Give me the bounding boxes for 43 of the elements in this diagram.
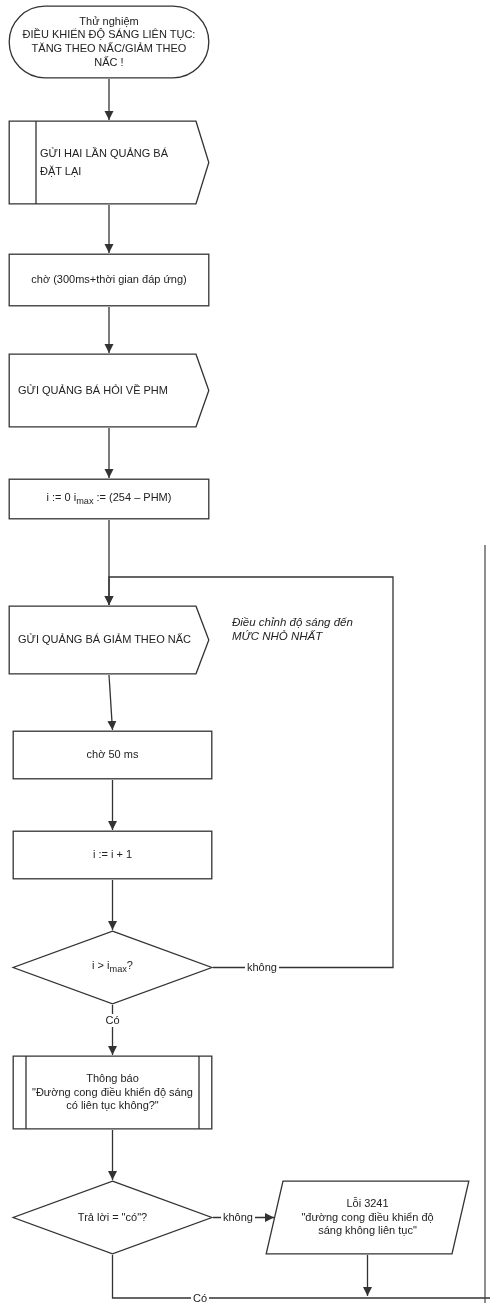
edge-label: Có	[191, 1291, 210, 1305]
decision-diamond	[12, 1180, 213, 1255]
output-parallelogram	[265, 1180, 470, 1255]
edge-label: không	[245, 960, 279, 974]
arrow	[362, 1254, 373, 1297]
process-box	[12, 730, 213, 780]
node-text: "Đường cong điều khiển độ sáng có liên tục không?"	[31, 1085, 194, 1114]
node-heading: Lỗi 3241	[345, 1196, 390, 1211]
send-signal-box	[8, 120, 210, 205]
annotation-note: Điều chỉnh độ sáng đến MỨC NHỎ NHẤT	[232, 615, 354, 644]
node-text: ĐIỀU KHIỂN ĐỘ SÁNG LIÊN TỤC: TĂNG THEO NẤC/GIẢM THEO NẤC !	[22, 28, 196, 70]
predefined-process-box	[12, 1055, 213, 1130]
arrow	[107, 879, 118, 931]
arrow	[104, 306, 114, 354]
edge-label: Có	[103, 1013, 122, 1027]
node-text: i := i + 1	[91, 848, 134, 862]
node-text: GỬI HAI LẦN QUẢNG BÁ ĐẶT LẠI	[40, 146, 169, 179]
process-box	[8, 253, 210, 307]
node-text: GỬI QUẢNG BÁ HỎI VỀ PHM	[18, 382, 169, 398]
decision-diamond	[12, 930, 213, 1005]
node-text: i := 0 i$_{max}$ := (254 – PHM)	[45, 490, 173, 508]
arrow	[104, 576, 394, 969]
arrow	[107, 1129, 118, 1181]
send-signal-box	[8, 353, 210, 428]
node-heading: Thử nghiệm	[78, 14, 140, 28]
edge-label: không	[221, 1210, 255, 1224]
arrow	[104, 204, 114, 254]
connector-line	[111, 1254, 491, 1299]
node-text: chờ 50 ms	[85, 748, 140, 762]
node-text: Trả lời = "có"?	[76, 1210, 149, 1225]
process-box	[8, 478, 210, 520]
arrow	[104, 427, 114, 479]
node-text: chờ (300ms+thời gian đáp ứng)	[30, 273, 188, 287]
arrow	[107, 674, 117, 731]
node-text: "đường cong điều khiển độ sáng không liên tục"	[300, 1210, 435, 1239]
node-text: GỬI QUẢNG BÁ GIẢM THEO NẤC	[18, 632, 192, 648]
arrow	[104, 78, 114, 121]
node-heading: Thông báo	[85, 1071, 140, 1086]
process-box	[12, 830, 213, 880]
send-signal-box	[8, 605, 210, 675]
node-text: i > i$_{max}$?	[91, 959, 134, 976]
arrow	[107, 779, 118, 831]
start-terminator	[8, 5, 210, 79]
